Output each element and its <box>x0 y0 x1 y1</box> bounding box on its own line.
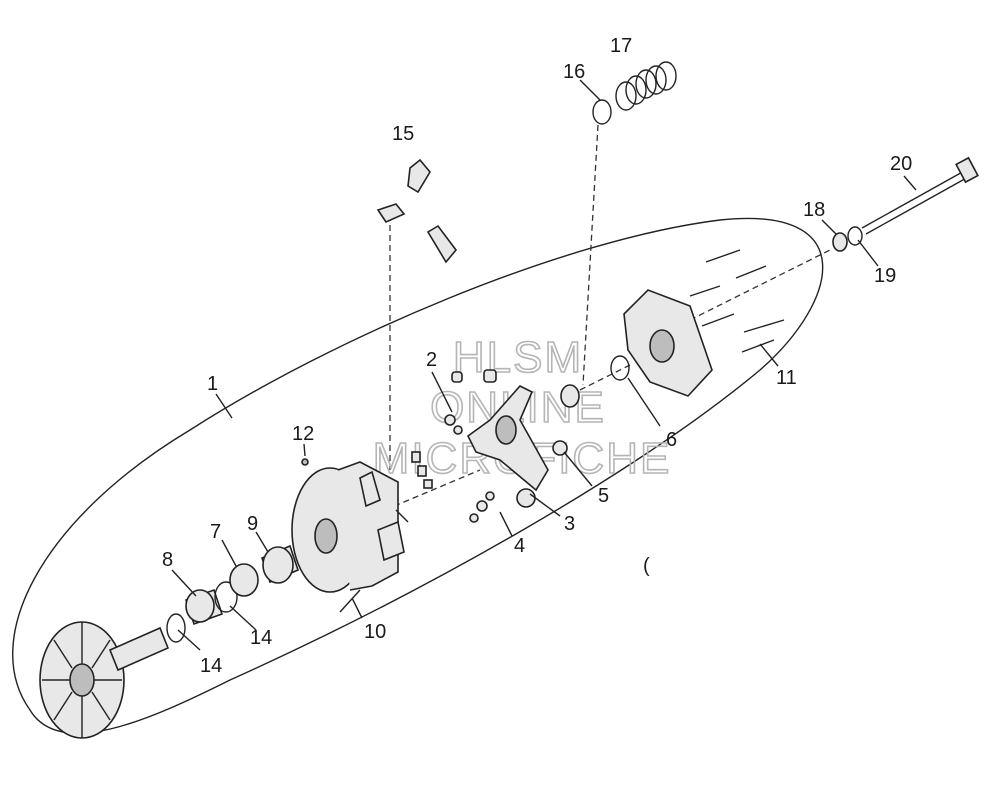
fan-drive-face <box>39 621 170 739</box>
cover-bolts <box>689 249 785 353</box>
rollers-washers <box>444 369 580 523</box>
label-part-5: 5 <box>598 485 609 507</box>
assembly-outline <box>12 217 824 734</box>
label-part-7: 7 <box>210 521 221 543</box>
long-bolt-and-washers <box>832 156 979 252</box>
spider-arm <box>466 385 568 508</box>
label-part-11: 11 <box>776 367 797 389</box>
label-part-14a: 14 <box>200 655 222 677</box>
label-part-10: 10 <box>364 621 386 643</box>
label-part-4: 4 <box>514 535 525 557</box>
label-part-19: 19 <box>874 265 896 287</box>
label-part-15: 15 <box>392 123 414 145</box>
part-labels: 1 2 3 4 5 6 7 8 9 10 11 12 14 14 15 16 1… <box>162 35 912 677</box>
label-part-17: 17 <box>610 35 632 57</box>
label-part-6: 6 <box>666 429 677 451</box>
small-pins <box>411 451 433 489</box>
movable-sheave <box>291 458 409 613</box>
spring <box>592 61 677 125</box>
label-part-16: 16 <box>563 61 585 83</box>
watermark-line-1: HLSM <box>453 333 583 382</box>
label-part-12: 12 <box>292 423 314 445</box>
label-part-9: 9 <box>247 513 258 535</box>
label-part-14b: 14 <box>250 627 272 649</box>
label-part-18: 18 <box>803 199 825 221</box>
flyweights <box>376 158 458 264</box>
cover-plate <box>610 289 713 397</box>
label-part-3: 3 <box>564 513 575 535</box>
label-part-8: 8 <box>162 549 173 571</box>
label-part-2: 2 <box>426 349 437 371</box>
label-part-1: 1 <box>207 373 218 395</box>
alignment-lines <box>384 124 831 511</box>
leader-lines <box>171 79 917 651</box>
label-part-20: 20 <box>890 153 912 175</box>
stray-mark: ( <box>643 555 650 577</box>
bushings-and-rings <box>166 544 299 643</box>
